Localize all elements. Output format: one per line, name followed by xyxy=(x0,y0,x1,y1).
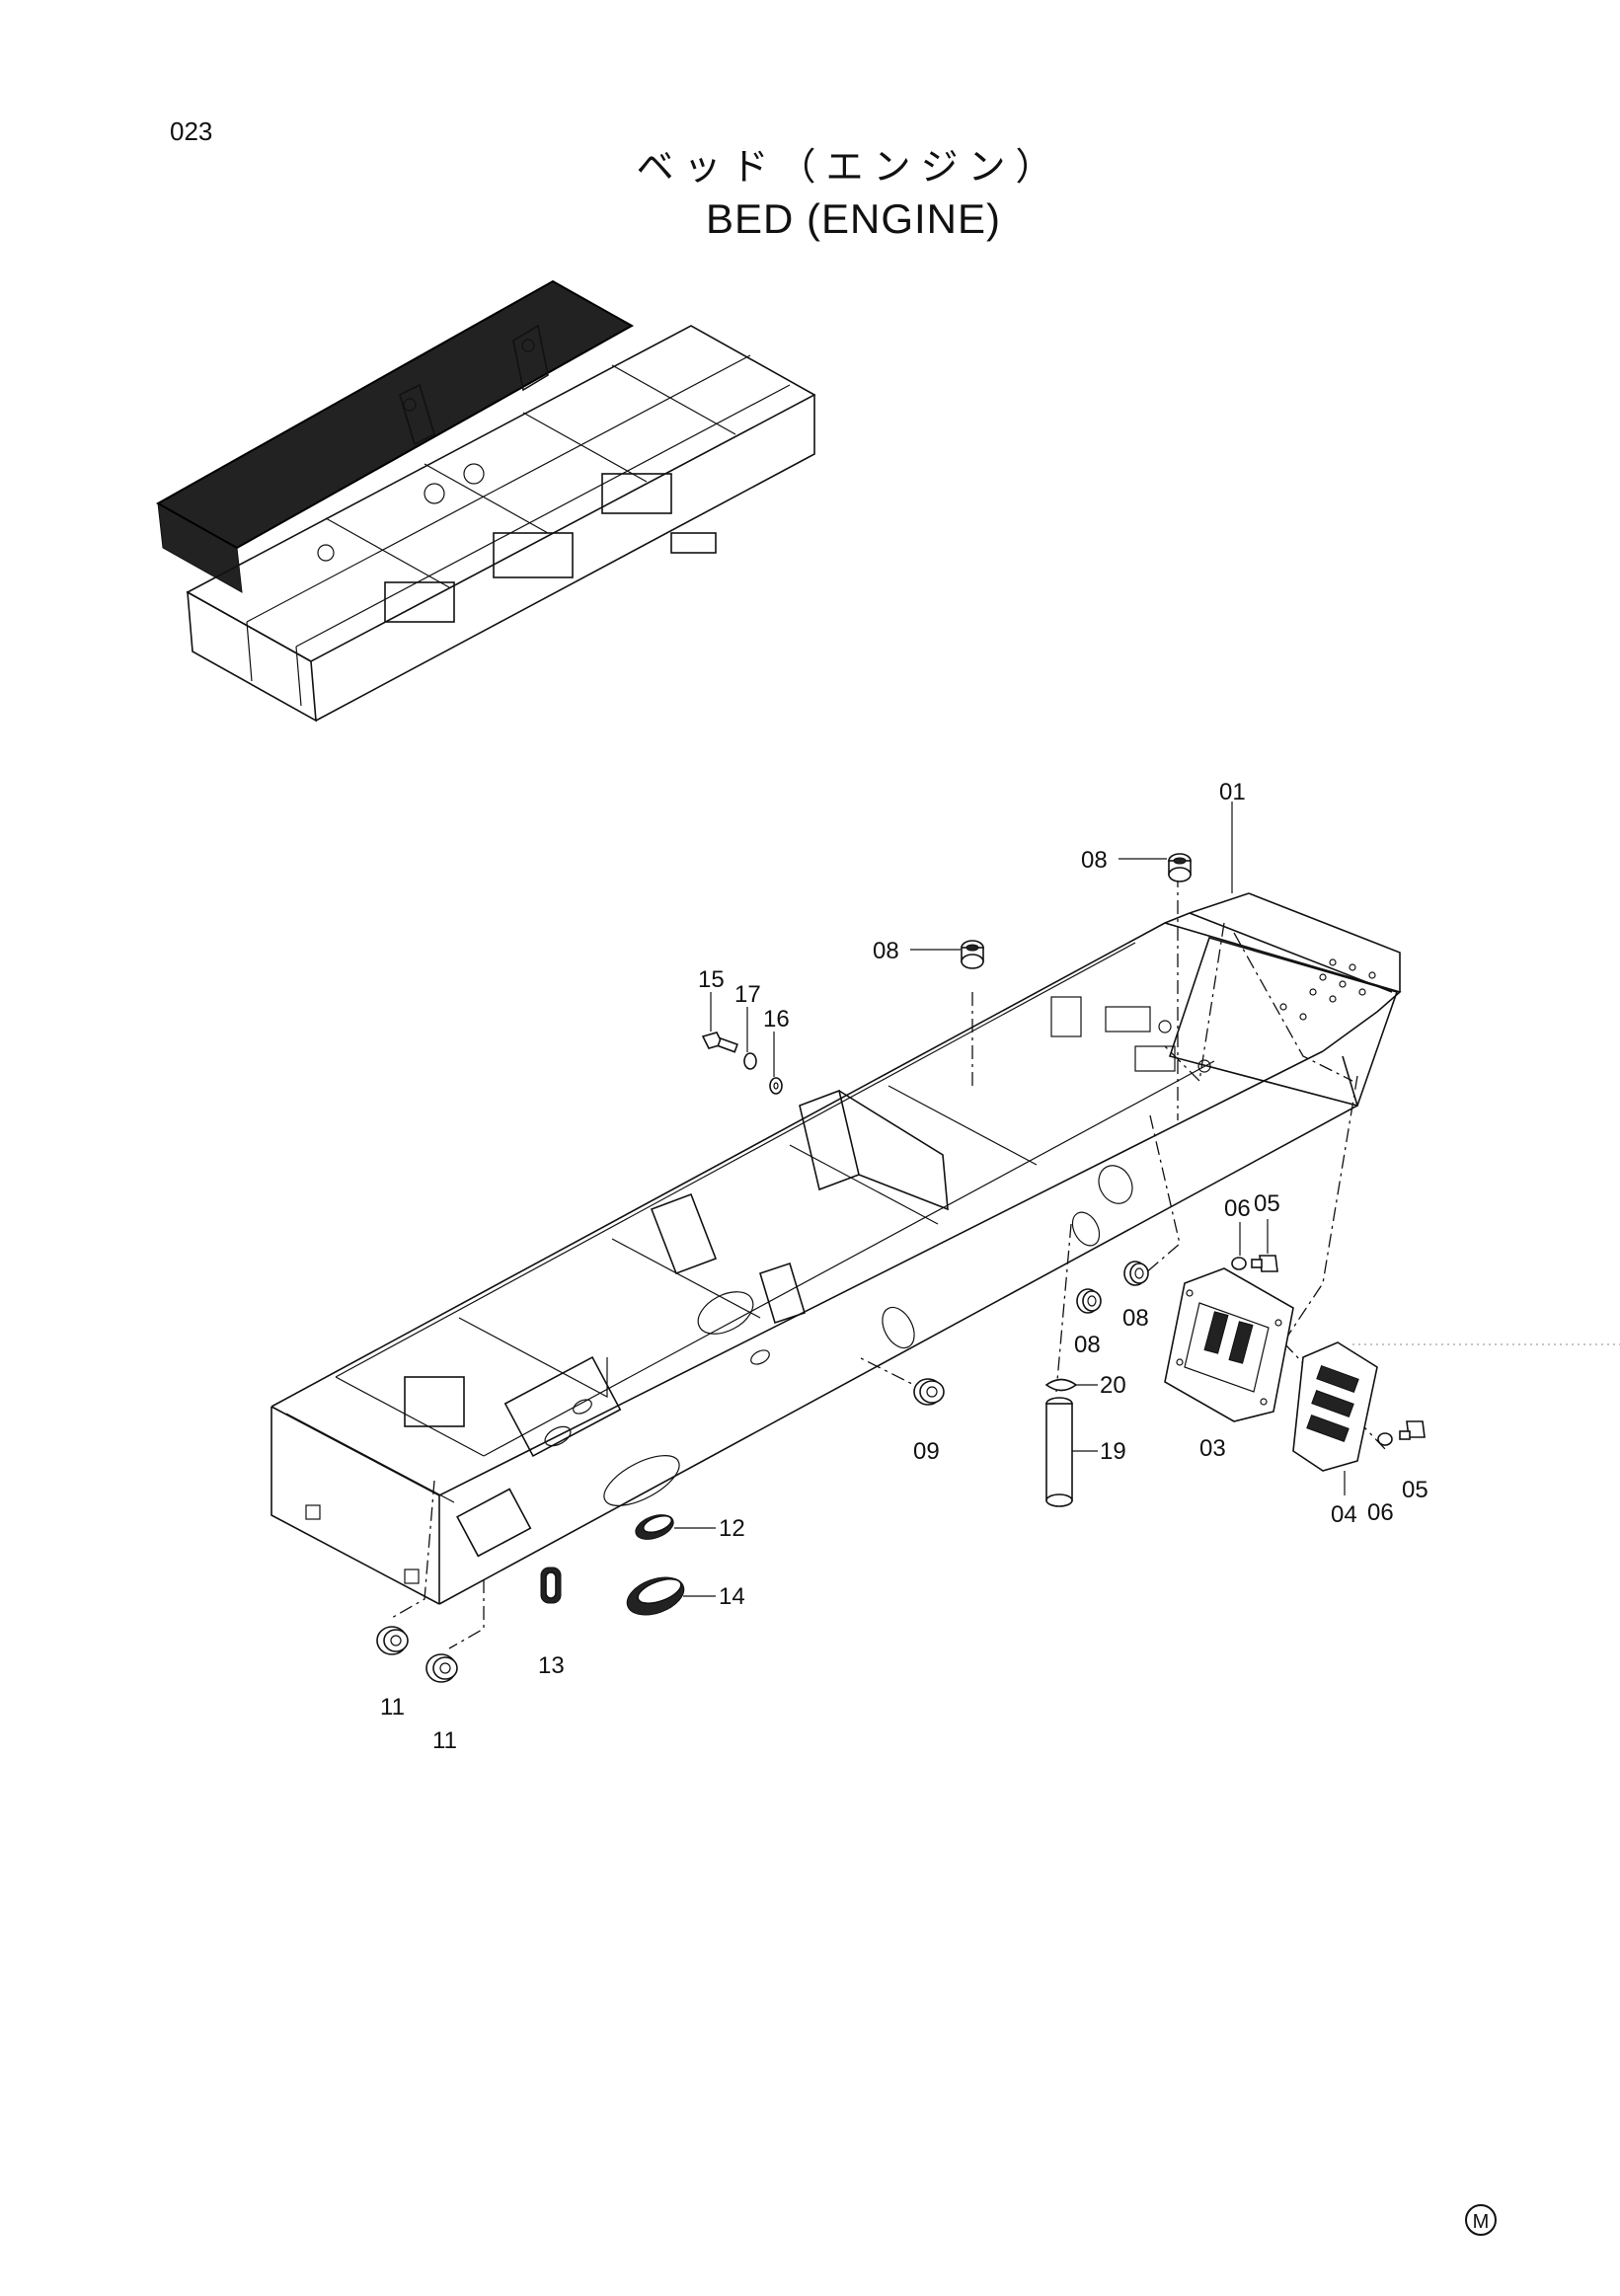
callout-05-lower: 05 xyxy=(1402,1477,1428,1503)
part-04-cover-plate xyxy=(1292,1341,1378,1472)
part-03-cover-plate xyxy=(1164,1267,1294,1422)
title-english: BED (ENGINE) xyxy=(705,195,1002,242)
part-14-grommet xyxy=(626,1576,685,1616)
callout-20: 20 xyxy=(1100,1372,1126,1399)
part-08-lower-b xyxy=(1123,1261,1149,1286)
main-frame xyxy=(270,874,1620,1649)
part-13-grommet xyxy=(540,1567,562,1604)
overview-illustration xyxy=(155,279,816,723)
part-12-grommet xyxy=(635,1514,674,1540)
part-11-grommet-b xyxy=(425,1653,458,1683)
part-06-washer-upper xyxy=(1231,1257,1247,1270)
callout-06-upper: 06 xyxy=(1224,1195,1251,1222)
callout-08-top-right: 08 xyxy=(1081,847,1108,874)
part-19-pin xyxy=(1045,1397,1073,1507)
callout-labels: 01 08 08 15 17 16 06 05 08 08 03 20 09 1… xyxy=(380,779,1428,1754)
part-06-washer-lower xyxy=(1377,1432,1393,1446)
callout-17: 17 xyxy=(734,981,761,1008)
part-05-bolt-lower xyxy=(1399,1420,1426,1440)
plate-holes xyxy=(1279,958,1376,1021)
callout-16: 16 xyxy=(763,1006,790,1033)
leader-lines xyxy=(674,802,1346,1597)
part-11-grommet-a xyxy=(376,1626,409,1655)
callout-01: 01 xyxy=(1219,779,1246,805)
title-japanese: ベッド（エンジン） xyxy=(636,145,1063,189)
callout-08-top-center: 08 xyxy=(873,938,899,964)
part-09-grommet xyxy=(913,1378,945,1406)
part-16-washer xyxy=(769,1077,783,1095)
part-08-top-center xyxy=(961,940,984,969)
callout-11-a: 11 xyxy=(380,1694,405,1721)
callout-08-lower-b: 08 xyxy=(1122,1305,1149,1332)
callout-09: 09 xyxy=(913,1438,940,1465)
callout-13: 13 xyxy=(538,1652,565,1679)
callout-05-upper: 05 xyxy=(1254,1190,1280,1217)
part-08-lower-a xyxy=(1076,1288,1102,1314)
callout-08-lower-a: 08 xyxy=(1074,1332,1101,1358)
callout-04: 04 xyxy=(1331,1501,1357,1528)
part-20-clip xyxy=(1044,1378,1078,1392)
part-15-bolt xyxy=(701,1032,738,1053)
page-number: 023 xyxy=(170,116,213,146)
part-08-top-right xyxy=(1168,853,1192,882)
callout-15: 15 xyxy=(698,966,725,993)
callout-14: 14 xyxy=(719,1583,745,1610)
manufacturer-mark: M xyxy=(1465,2204,1497,2236)
callout-03: 03 xyxy=(1199,1435,1226,1462)
callout-12: 12 xyxy=(719,1515,745,1542)
callout-19: 19 xyxy=(1100,1438,1126,1465)
callout-11-b: 11 xyxy=(432,1727,457,1754)
part-17-washer xyxy=(743,1052,757,1070)
callout-06-lower: 06 xyxy=(1367,1499,1394,1526)
part-05-bolt-upper xyxy=(1251,1255,1278,1272)
